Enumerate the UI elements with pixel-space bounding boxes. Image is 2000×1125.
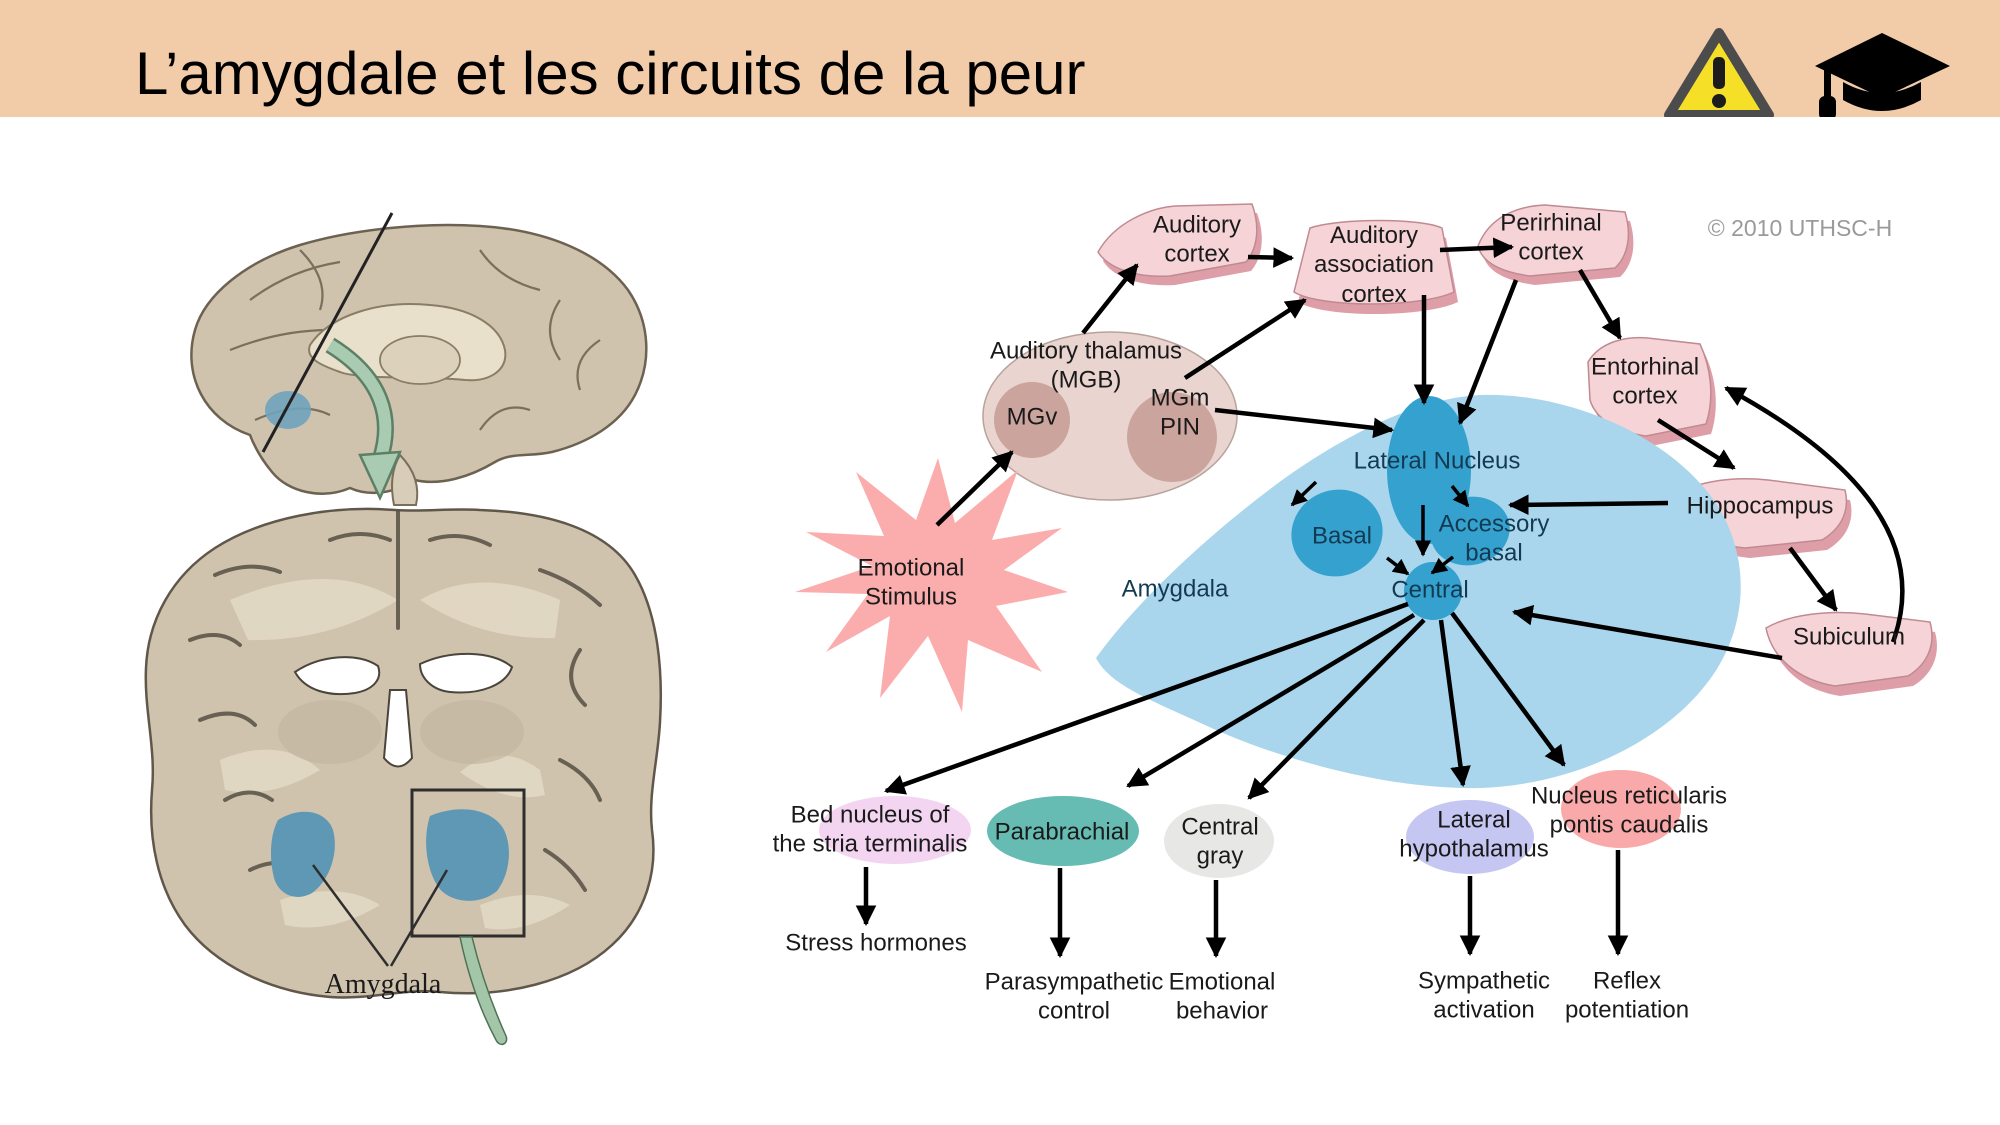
amygdala-highlight-right — [426, 809, 509, 901]
label-hippocampus: Hippocampus — [1686, 492, 1834, 520]
label-lateral-nucleus: Lateral Nucleus — [1353, 447, 1521, 475]
coronal-brain-illustration — [144, 507, 663, 1046]
label-mgv: MGv — [1006, 403, 1058, 431]
label-sympathetic-activation: Sympathetic activation — [1417, 967, 1551, 1024]
auditory-thalamus-node — [982, 331, 1238, 501]
central-gray-shape — [1164, 804, 1274, 878]
label-parasympathetic-control: Parasympathetic control — [984, 968, 1164, 1025]
label-stress-hormones: Stress hormones — [785, 929, 967, 957]
header-icons — [1664, 28, 1950, 117]
graduation-cap-icon — [1815, 33, 1950, 117]
label-amygdala: Amygdala — [1121, 575, 1229, 603]
label-accessory-basal: Accessory basal — [1438, 510, 1550, 567]
basal-nucleus-shape — [1291, 489, 1383, 577]
label-perirhinal-cortex: Perirhinal cortex — [1500, 209, 1602, 266]
label-auditory-cortex: Auditory cortex — [1152, 211, 1242, 268]
section-cut-line — [261, 212, 394, 453]
auditory-cortex-node — [1097, 203, 1262, 286]
slide-title: L’amygdale et les circuits de la peur — [135, 40, 1086, 107]
intra-amygdala-arrows — [1290, 480, 1470, 576]
perirhinal-cortex-node — [1477, 204, 1634, 285]
central-nucleus-shape — [1404, 562, 1462, 620]
label-bed-nucleus: Bed nucleus of the stria terminalis — [772, 801, 968, 858]
label-lateral-hypothalamus: Lateral hypothalamus — [1399, 806, 1549, 863]
warning-triangle-icon — [1664, 28, 1774, 117]
brainstem-sliver — [459, 936, 508, 1046]
header-bar: L’amygdale et les circuits de la peur — [0, 0, 2000, 117]
circuit-arrows — [855, 237, 1905, 959]
label-entorhinal-cortex: Entorhinal cortex — [1590, 353, 1700, 410]
auditory-association-cortex-node — [1293, 219, 1458, 314]
label-reflex-potentiation: Reflex potentiation — [1564, 967, 1690, 1024]
label-central: Central — [1391, 576, 1469, 604]
lateral-hypothalamus-shape — [1406, 800, 1534, 874]
label-mgm-pin: MGm PIN — [1150, 384, 1210, 441]
label-auditory-thalamus: Auditory thalamus (MGB) — [989, 337, 1183, 394]
bed-nucleus-shape — [819, 796, 971, 864]
amygdala-node — [1096, 394, 1741, 789]
amygdala-highlight-left — [270, 811, 335, 897]
sagittal-brain-illustration — [190, 212, 648, 506]
label-basal: Basal — [1311, 522, 1373, 550]
section-arrow — [325, 337, 402, 502]
label-emotional-stimulus: Emotional Stimulus — [857, 554, 965, 611]
label-nucleus-reticularis: Nucleus reticularis pontis caudalis — [1530, 782, 1728, 839]
label-parabrachial: Parabrachial — [994, 818, 1130, 846]
nucleus-reticularis-shape — [1561, 770, 1681, 848]
accessory-basal-nucleus-shape — [1430, 496, 1510, 566]
amygdala-highlight-sagittal — [265, 391, 311, 429]
label-central-gray: Central gray — [1181, 813, 1259, 870]
copyright-text: © 2010 UTHSC-H — [1707, 214, 1893, 241]
entorhinal-cortex-node — [1587, 336, 1716, 446]
label-auditory-association-cortex: Auditory association cortex — [1313, 222, 1435, 308]
label-emotional-behavior: Emotional behavior — [1168, 968, 1276, 1025]
emotional-stimulus-star — [795, 458, 1068, 712]
zoom-box — [410, 788, 526, 938]
label-amygdala-coronal: Amygdala — [324, 968, 442, 1000]
parabrachial-shape — [987, 796, 1139, 866]
label-subiculum: Subiculum — [1792, 623, 1906, 651]
